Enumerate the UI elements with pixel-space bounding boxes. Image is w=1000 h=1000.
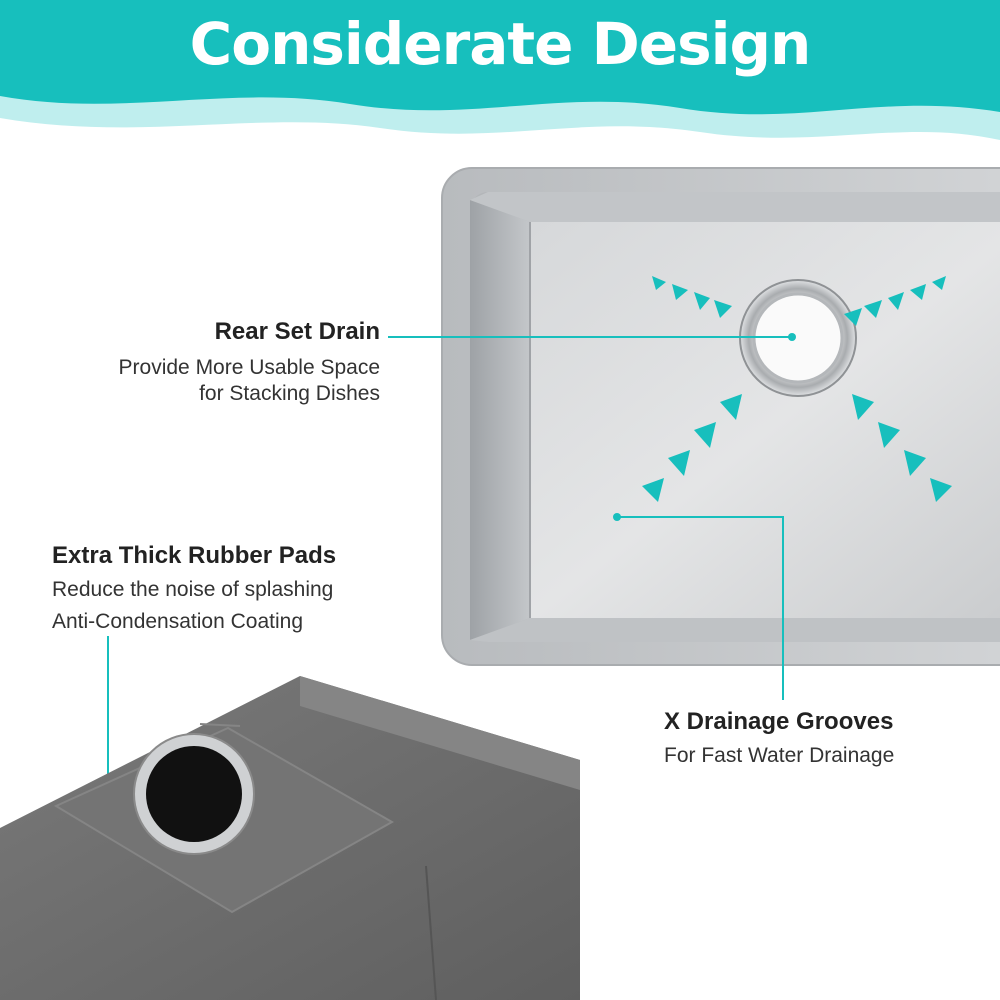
groove-chevrons — [642, 276, 952, 502]
rear-set-drain-heading: Rear Set Drain — [214, 318, 380, 345]
rubber-pads-line2: Anti-Condensation Coating — [52, 610, 303, 633]
rear-set-drain-line2: for Stacking Dishes — [199, 382, 380, 405]
rear-set-drain-line1: Provide More Usable Space — [118, 356, 380, 379]
rubber-pads-heading: Extra Thick Rubber Pads — [52, 542, 337, 569]
rubber-pads-line1: Reduce the noise of splashing — [52, 578, 334, 601]
callout-dots — [613, 333, 796, 521]
drainage-grooves-heading: X Drainage Grooves — [664, 708, 894, 735]
sink-top-view — [441, 167, 1000, 666]
banner — [0, 0, 1000, 140]
sink-underside — [0, 676, 580, 1000]
drainage-grooves-line1: For Fast Water Drainage — [664, 744, 895, 767]
page-title: Considerate Design — [189, 10, 812, 78]
banner-wave — [0, 0, 1000, 115]
